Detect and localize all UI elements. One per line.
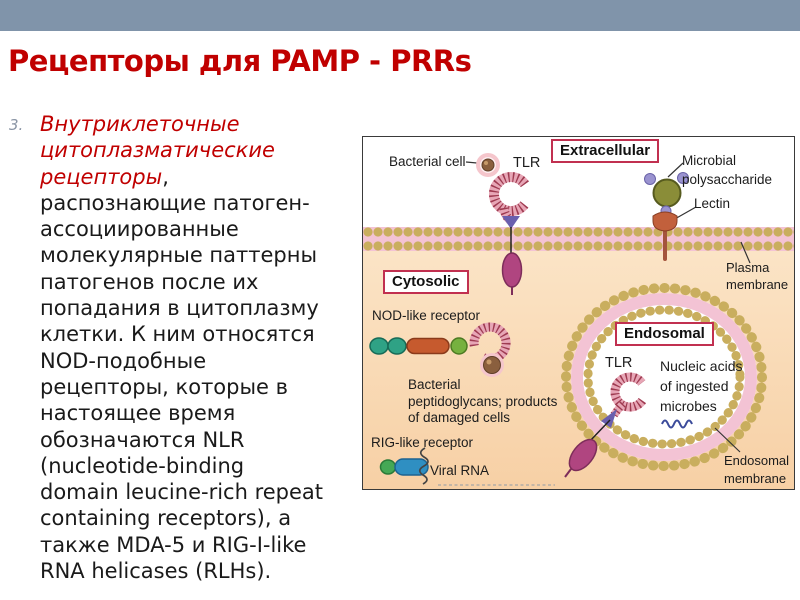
tlr-plasma-shape (489, 172, 529, 295)
nucleic-acid-strand (661, 419, 693, 429)
lectin-receptor-shape (652, 211, 678, 261)
prr-locations-diagram: Extracellular Cytosolic Endosomal Bacter… (362, 136, 795, 490)
label-nod-like-receptor: NOD-like receptor (372, 308, 481, 323)
label-bacterial-cell: Bacterial cell (389, 154, 466, 169)
endosomal-membrane-pointer (714, 427, 741, 453)
bacterial-cell-pointer (465, 161, 478, 164)
endosomal-membrane-inner-dots (583, 305, 745, 449)
slide-title: Рецепторы для PAMP - PRRs (8, 44, 472, 78)
list-number: 3. (9, 116, 24, 134)
plasma-membrane-band (363, 227, 794, 251)
bacterial-peptidoglycan-shape (480, 353, 504, 377)
tlr-endosomal-shape (564, 372, 646, 478)
pointer-lines (465, 161, 751, 453)
tlr-signaling-domain (501, 252, 523, 288)
label-bacterial-peptidoglycans: Bacterial peptidoglycans; products of da… (408, 377, 558, 425)
rig-like-receptor-shape (379, 447, 429, 485)
label-nucleic-acids: Nucleic acids of ingested microbes (660, 358, 743, 414)
endosomal-membrane-outer-dots (561, 283, 767, 471)
label-rig-like-receptor: RIG-like receptor (371, 435, 474, 450)
microbial-polysaccharide-pointer (667, 162, 684, 178)
label-lectin: Lectin (694, 196, 731, 211)
tlr-adapter-arrow (502, 216, 520, 229)
region-box-extracellular: Extracellular (551, 139, 660, 163)
body-text: Внутриклеточные цитоплазматические рецеп… (40, 111, 370, 584)
nod-like-receptor-shape (369, 322, 511, 364)
bacterial-cell-shape (476, 153, 500, 177)
body-text-main: , распознающие патоген- ассоциированные … (40, 164, 324, 584)
viral-rna-strand (418, 447, 429, 485)
endosomal-membrane-pink-band (571, 293, 757, 461)
label-tlr-plasma: TLR (513, 155, 541, 171)
body-text-red-lead: Внутриклеточные цитоплазматические рецеп… (40, 112, 275, 189)
endosomal-tlr-signaling-domain (568, 438, 598, 472)
header-bar (0, 0, 800, 31)
microbial-polysaccharide-shape (644, 172, 689, 217)
plasma-membrane-pointer (740, 241, 751, 264)
label-plasma-membrane: Plasma membrane (726, 260, 789, 292)
endosomal-tlr-adapter-arrow (601, 409, 617, 428)
label-tlr-endosomal: TLR (605, 355, 633, 371)
label-viral-rna: Viral RNA (430, 463, 490, 478)
label-endosomal-membrane: Endosomal membrane (724, 453, 790, 486)
label-microbial-polysaccharide: Microbial polysaccharide (682, 153, 773, 187)
region-box-endosomal: Endosomal (615, 322, 714, 346)
region-box-cytosolic: Cytosolic (383, 270, 469, 294)
